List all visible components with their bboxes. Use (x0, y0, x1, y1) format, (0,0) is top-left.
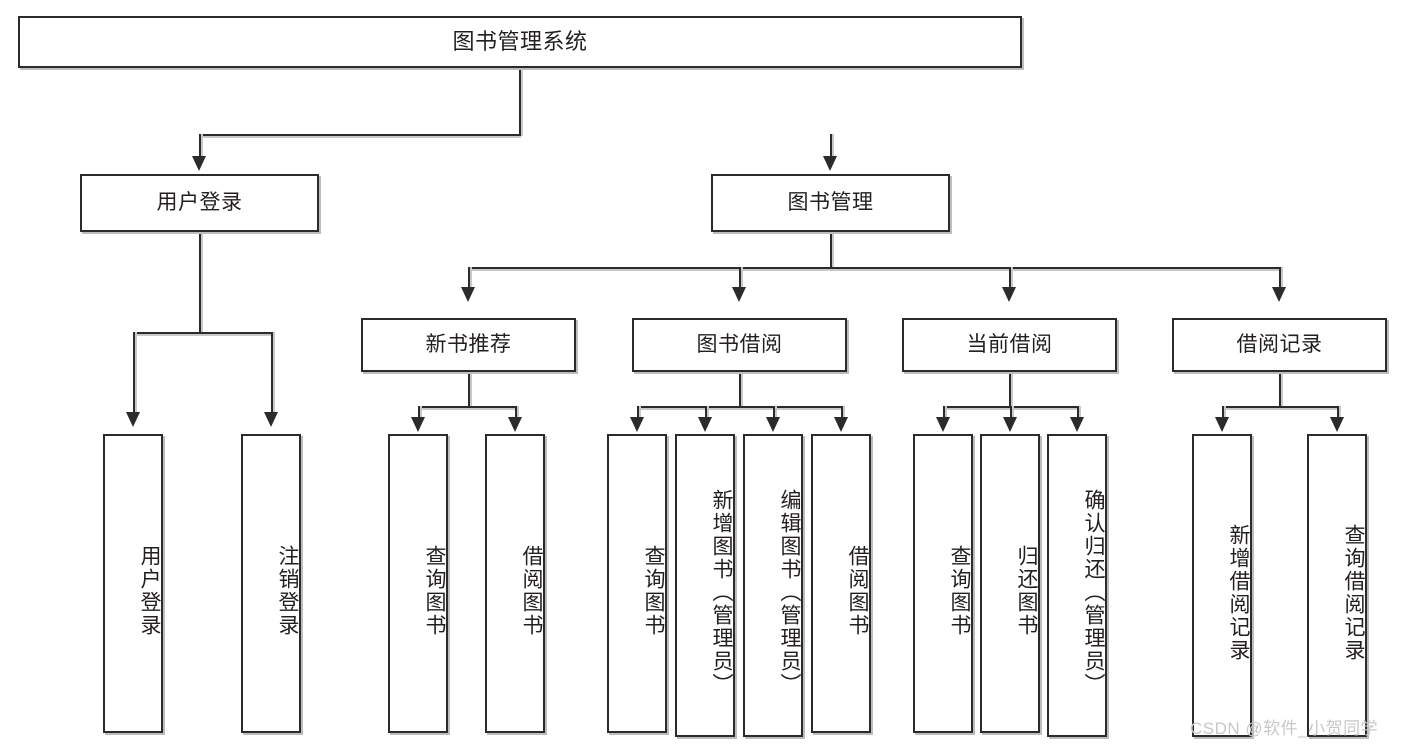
arrowhead-book-mgmt (823, 156, 837, 171)
leaf-borrow-book-2[interactable]: 借阅图书 (811, 434, 871, 733)
leaf-query-book-3[interactable]: 查询图书 (913, 434, 973, 733)
edge-root-bus (199, 134, 521, 136)
arrowhead-leaf-query-record (1330, 417, 1344, 432)
edge-root-to-user-login (199, 134, 201, 158)
leaf-query-record-label: 查询借阅记录 (1342, 523, 1365, 662)
leaf-add-record-label: 新增借阅记录 (1227, 523, 1250, 662)
edge-cb-to-confirm (1077, 406, 1079, 418)
arrowhead-leaf-return-book (1003, 417, 1017, 432)
node-user-login-label: 用户登录 (156, 190, 243, 214)
edge-bb-bus (637, 406, 843, 408)
leaf-logout[interactable]: 注销登录 (241, 434, 301, 733)
edge-cb-to-return (1010, 406, 1012, 418)
edge-root-to-book-mgmt (830, 134, 832, 158)
leaf-edit-book[interactable]: 编辑图书（管理员） (743, 434, 803, 737)
arrowhead-leaf-user-login (126, 412, 140, 427)
edge-bb-to-edit (773, 406, 775, 418)
node-book-management[interactable]: 图书管理 (711, 174, 950, 232)
leaf-query-book-2-label: 查询图书 (642, 544, 665, 637)
edge-book-mgmt-trunk (830, 232, 832, 269)
node-current-borrow-label: 当前借阅 (966, 332, 1053, 356)
leaf-edit-book-label: 编辑图书（管理员） (778, 489, 801, 696)
edge-bm-to-new-book-rec (468, 267, 470, 289)
edge-bm-to-book-borrow (739, 267, 741, 289)
leaf-confirm-return[interactable]: 确认归还（管理员） (1047, 434, 1107, 737)
arrowhead-leaf-confirm-return (1070, 417, 1084, 432)
leaf-add-book-label: 新增图书（管理员） (710, 489, 733, 696)
edge-book-mgmt-bus (468, 267, 1280, 269)
node-user-login[interactable]: 用户登录 (80, 174, 319, 232)
leaf-borrow-book-1[interactable]: 借阅图书 (485, 434, 545, 733)
leaf-query-book-1[interactable]: 查询图书 (388, 434, 448, 733)
arrowhead-book-borrow (732, 287, 746, 302)
arrowhead-current-borrow (1002, 287, 1016, 302)
arrowhead-leaf-borrow-book-1 (508, 417, 522, 432)
leaf-borrow-book-1-label: 借阅图书 (520, 544, 543, 637)
leaf-add-record[interactable]: 新增借阅记录 (1192, 434, 1252, 737)
leaf-return-book-label: 归还图书 (1015, 544, 1038, 637)
node-book-borrow-label: 图书借阅 (696, 332, 783, 356)
arrowhead-leaf-query-book-3 (936, 417, 950, 432)
edge-cb-to-query (943, 406, 945, 418)
edge-nbr-to-query (418, 406, 420, 418)
node-new-book-recommend-label: 新书推荐 (425, 332, 512, 356)
edge-br-to-query (1337, 406, 1339, 418)
arrowhead-leaf-add-record (1215, 417, 1229, 432)
leaf-user-login-label: 用户登录 (138, 544, 161, 637)
edge-bm-to-borrow-record (1279, 267, 1281, 289)
arrowhead-new-book-rec (461, 287, 475, 302)
edge-br-trunk (1279, 372, 1281, 408)
arrowhead-borrow-record (1272, 287, 1286, 302)
leaf-add-book[interactable]: 新增图书（管理员） (675, 434, 735, 737)
node-book-borrow[interactable]: 图书借阅 (632, 318, 847, 372)
leaf-return-book[interactable]: 归还图书 (980, 434, 1040, 733)
edge-nbr-bus (418, 406, 517, 408)
edge-nbr-trunk (468, 372, 470, 408)
leaf-logout-label: 注销登录 (276, 544, 299, 637)
leaf-query-record[interactable]: 查询借阅记录 (1307, 434, 1367, 737)
edge-root-trunk (519, 68, 521, 136)
edge-br-bus (1222, 406, 1338, 408)
edge-bb-to-borrow (841, 406, 843, 418)
edge-bb-to-add (705, 406, 707, 418)
leaf-query-book-3-label: 查询图书 (948, 544, 971, 637)
arrowhead-leaf-logout (264, 412, 278, 427)
edge-user-login-bus (133, 332, 273, 334)
node-borrow-record[interactable]: 借阅记录 (1172, 318, 1387, 372)
leaf-confirm-return-label: 确认归还（管理员） (1082, 489, 1105, 696)
node-new-book-recommend[interactable]: 新书推荐 (361, 318, 576, 372)
edge-bm-to-current-borrow (1009, 267, 1011, 289)
arrowhead-leaf-query-book-2 (630, 417, 644, 432)
edge-user-login-trunk (199, 232, 201, 333)
edge-bb-to-query (637, 406, 639, 418)
arrowhead-leaf-add-book (698, 417, 712, 432)
leaf-user-login[interactable]: 用户登录 (103, 434, 163, 733)
edge-nbr-to-borrow (515, 406, 517, 418)
node-root-label: 图书管理系统 (452, 29, 588, 55)
leaf-query-book-1-label: 查询图书 (423, 544, 446, 637)
arrowhead-leaf-query-book-1 (411, 417, 425, 432)
arrowhead-user-login (192, 156, 206, 171)
edge-ul-to-leaf2 (271, 332, 273, 414)
node-root[interactable]: 图书管理系统 (18, 16, 1022, 68)
node-current-borrow[interactable]: 当前借阅 (902, 318, 1117, 372)
arrowhead-leaf-borrow-book-2 (834, 417, 848, 432)
node-book-management-label: 图书管理 (787, 190, 874, 214)
leaf-query-book-2[interactable]: 查询图书 (607, 434, 667, 733)
node-borrow-record-label: 借阅记录 (1236, 332, 1323, 356)
edge-ul-to-leaf1 (133, 332, 135, 414)
edge-cb-trunk (1009, 372, 1011, 408)
arrowhead-leaf-edit-book (766, 417, 780, 432)
edge-br-to-add (1222, 406, 1224, 418)
edge-bb-trunk (739, 372, 741, 408)
leaf-borrow-book-2-label: 借阅图书 (846, 544, 869, 637)
